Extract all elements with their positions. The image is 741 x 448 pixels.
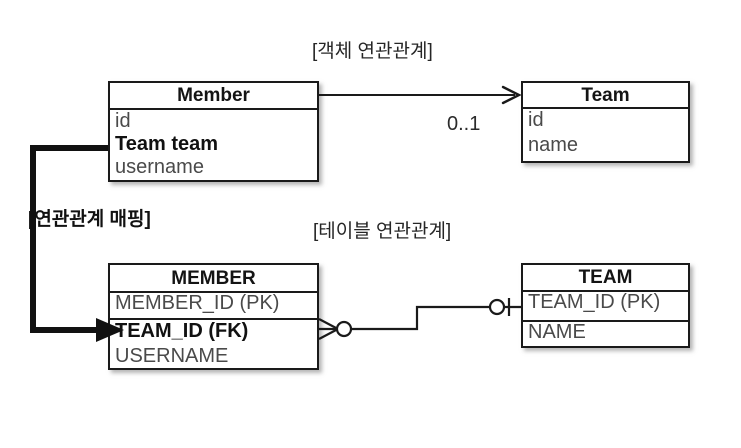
class-body-team: id name <box>523 109 688 161</box>
caption-object-relation: [객체 연관관계] <box>312 41 433 62</box>
class-field: id <box>115 110 131 132</box>
table-column: NAME <box>528 321 586 343</box>
table-column-section-team: NAME <box>523 320 688 346</box>
table-box-member: MEMBER MEMBER_ID (PK) TEAM_ID (FK) USERN… <box>108 263 319 370</box>
class-title-member: Member <box>110 83 317 110</box>
table-column: USERNAME <box>115 345 229 367</box>
table-column: TEAM_ID (FK) <box>115 320 249 342</box>
table-title-member: MEMBER <box>110 265 317 293</box>
class-field: id <box>528 109 544 131</box>
class-title-team: Team <box>523 83 688 109</box>
association-arrow-member-to-team <box>319 85 522 105</box>
table-box-team: TEAM TEAM_ID (PK) NAME <box>521 263 690 348</box>
table-pk-section-member: MEMBER_ID (PK) <box>110 293 317 318</box>
caption-relation-mapping: [연관관계 매핑] <box>28 209 151 230</box>
table-title-team: TEAM <box>523 265 688 292</box>
table-column: TEAM_ID (PK) <box>528 291 661 313</box>
class-box-team: Team id name <box>521 81 690 163</box>
class-field: Team team <box>115 133 219 155</box>
table-column: MEMBER_ID (PK) <box>115 292 280 314</box>
table-pk-section-team: TEAM_ID (PK) <box>523 292 688 320</box>
class-field: name <box>528 134 579 156</box>
multiplicity-label: 0..1 <box>447 113 481 135</box>
fk-relationship-connector <box>318 298 521 340</box>
table-column-section-member: TEAM_ID (FK) USERNAME <box>110 318 317 368</box>
class-box-member: Member id Team team username <box>108 81 319 182</box>
class-body-member: id Team team username <box>110 110 317 180</box>
caption-table-relation: [테이블 연관관계] <box>313 221 452 242</box>
class-field: username <box>115 156 204 178</box>
